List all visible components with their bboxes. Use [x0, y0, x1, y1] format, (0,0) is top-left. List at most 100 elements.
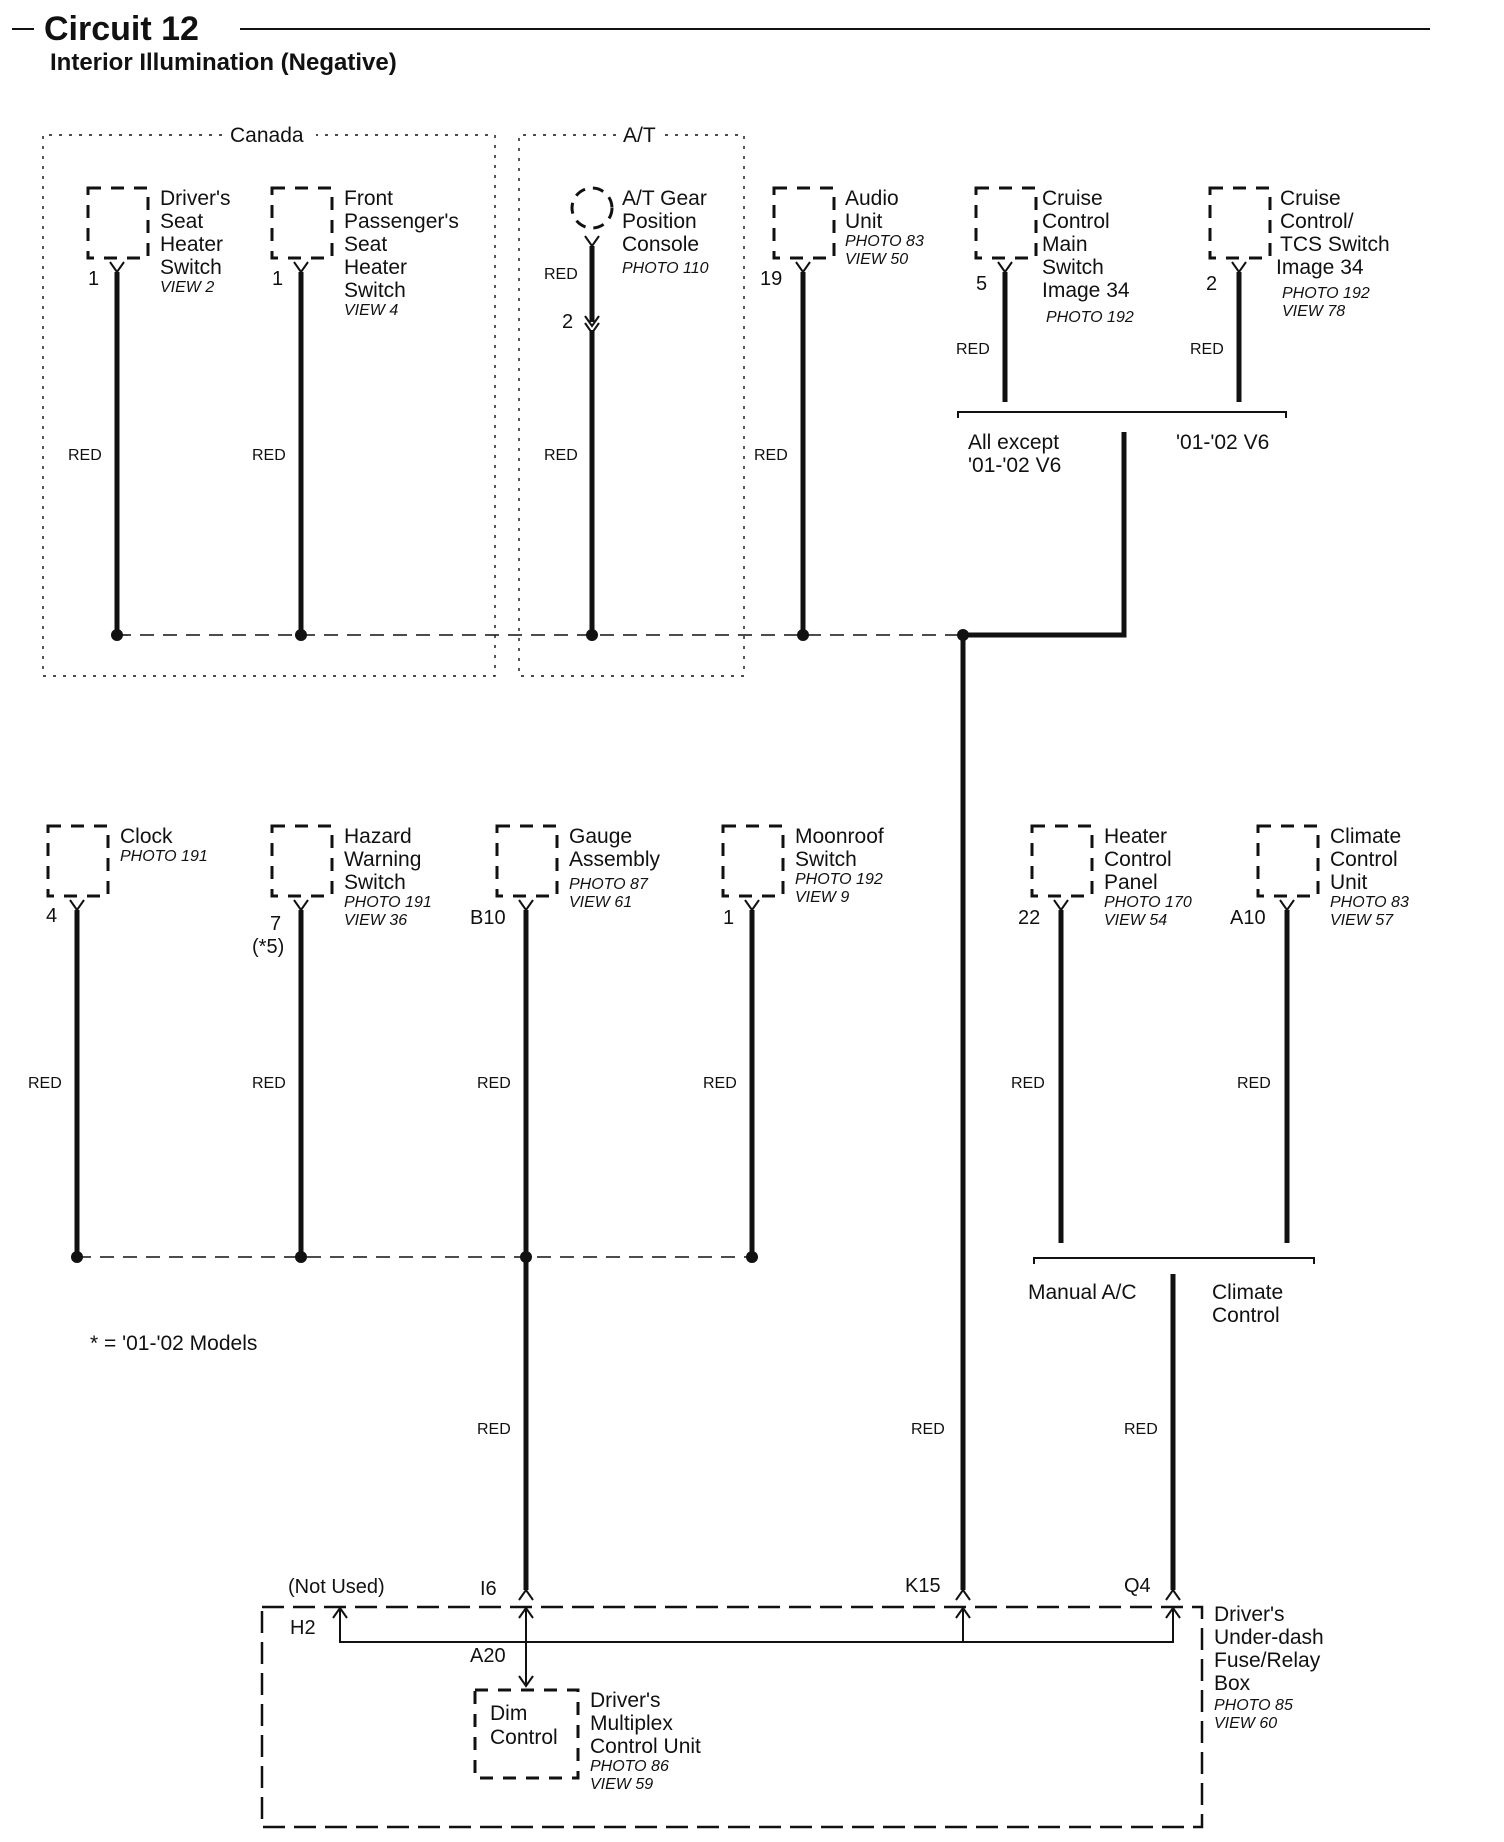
fuse-box-name-line: Box: [1214, 1672, 1251, 1695]
component-name-line: Warning: [344, 848, 421, 871]
splice-node: [520, 1251, 532, 1263]
wire-color-label: RED: [544, 266, 578, 283]
component-name-line: Heater: [160, 233, 223, 256]
dim-control-label: Control: [490, 1726, 558, 1749]
component-name-line: Driver's: [160, 187, 231, 210]
terminal-q4: [1165, 1588, 1181, 1601]
connector-terminal: [518, 899, 534, 912]
component-name-line: Unit: [1330, 871, 1368, 894]
splice-node: [746, 1251, 758, 1263]
pin-number: A20: [470, 1645, 506, 1667]
component-name-line: Heater: [1104, 825, 1167, 848]
component-ref: VIEW 36: [344, 912, 407, 929]
pin-number: 2: [562, 311, 573, 333]
fuse-relay-box: Driver's Under-dash Fuse/Relay Box PHOTO…: [260, 1575, 1324, 1829]
terminal-k15-inner: [955, 1606, 971, 1619]
component-gauge-assembly: Gauge Assembly PHOTO 87 VIEW 61 B10: [470, 824, 661, 929]
component-name-line: Control/: [1280, 210, 1354, 233]
branch-bracket-climate: [1033, 1257, 1315, 1264]
component-name-line: Image 34: [1042, 279, 1130, 302]
connector-circle: [570, 186, 614, 230]
terminal-i6: [518, 1588, 534, 1601]
connector-terminal: [584, 235, 600, 248]
component-at-gear-position-console: A/T Gear Position Console PHOTO 110 2: [562, 186, 709, 335]
footnote: * = '01-'02 Models: [90, 1332, 257, 1355]
component-name-line: Front: [344, 187, 393, 210]
pin-number: I6: [480, 1578, 497, 1600]
wire-color-label: RED: [1124, 1421, 1158, 1438]
fuse-box-not-used: (Not Used): [288, 1576, 385, 1598]
component-ref: VIEW 2: [160, 279, 214, 296]
branch-label-manual-ac: Manual A/C: [1028, 1281, 1137, 1304]
wire-color-label: RED: [68, 447, 102, 464]
component-ref: PHOTO 83: [845, 233, 924, 250]
group-canada-label: Canada: [230, 124, 304, 147]
connector-box: [1030, 824, 1094, 898]
wire-color-label: RED: [252, 447, 286, 464]
component-drivers-multiplex-control-unit: Dim Control Driver's Multiplex Control U…: [473, 1688, 701, 1793]
wire-color-label: RED: [477, 1075, 511, 1092]
wire-color-label: RED: [911, 1421, 945, 1438]
wire-color-label: RED: [252, 1075, 286, 1092]
component-clock: Clock PHOTO 191 4: [46, 824, 208, 927]
connector-box: [1208, 186, 1272, 260]
wire-color-label: RED: [1190, 341, 1224, 358]
component-ref: PHOTO 83: [1330, 894, 1409, 911]
dim-control-box: [473, 1688, 580, 1780]
connector-terminal: [1053, 899, 1069, 912]
component-ref: VIEW 4: [344, 302, 398, 319]
terminal-h2: [332, 1606, 348, 1619]
dim-control-label: Dim: [490, 1702, 527, 1725]
connector-box: [772, 186, 836, 260]
connector-terminal: [1279, 899, 1295, 912]
group-canada: Canada: [42, 124, 496, 677]
branch-bracket-cruise: [957, 411, 1287, 418]
component-ref: PHOTO 191: [344, 894, 432, 911]
pin-number: 19: [760, 268, 782, 290]
branch-label-climate-control: Climate: [1212, 1281, 1283, 1304]
fuse-box-name-line: Under-dash: [1214, 1626, 1324, 1649]
page-title: Circuit 12: [44, 10, 199, 48]
component-drivers-seat-heater-switch: Driver's Seat Heater Switch VIEW 2 1: [86, 186, 231, 296]
component-name-line: Gauge: [569, 825, 632, 848]
branch-label-v6: '01-'02 V6: [1176, 431, 1269, 454]
wire-color-label: RED: [1237, 1075, 1271, 1092]
component-name-line: Heater: [344, 256, 407, 279]
component-name-line: Control: [1042, 210, 1110, 233]
connector-box: [495, 824, 559, 898]
component-front-passenger-seat-heater-switch: Front Passenger's Seat Heater Switch VIE…: [270, 186, 459, 319]
branch-label-climate-control: Control: [1212, 1304, 1280, 1327]
pin-number: 1: [88, 268, 99, 290]
component-hazard-warning-switch: Hazard Warning Switch PHOTO 191 VIEW 36 …: [252, 824, 432, 958]
component-name-line: Seat: [344, 233, 387, 256]
connector-terminal: [293, 261, 309, 274]
component-name-line: Audio: [845, 187, 899, 210]
connector-box: [721, 824, 785, 898]
wire-color-label: RED: [28, 1075, 62, 1092]
branch-label-all-except: '01-'02 V6: [968, 454, 1061, 477]
component-ref: PHOTO 192: [795, 871, 883, 888]
component-ref: PHOTO 170: [1104, 894, 1192, 911]
component-ref: PHOTO 191: [120, 848, 208, 865]
component-ref: PHOTO 87: [569, 876, 649, 893]
wire-color-label: RED: [956, 341, 990, 358]
terminal-k15: [955, 1588, 971, 1601]
component-name-line: Cruise: [1042, 187, 1103, 210]
pin-number: H2: [290, 1617, 316, 1639]
component-name-line: Switch: [344, 871, 406, 894]
connector-box: [270, 824, 334, 898]
component-name-line: Console: [622, 233, 699, 256]
component-ref: PHOTO 192: [1046, 309, 1134, 326]
component-audio-unit: Audio Unit PHOTO 83 VIEW 50 19: [760, 186, 924, 290]
connector-terminal: [293, 899, 309, 912]
pin-number: 1: [272, 268, 283, 290]
pin-number: 2: [1206, 273, 1217, 295]
mcu-name-line: Driver's: [590, 1689, 661, 1712]
mcu-name-line: Control Unit: [590, 1735, 701, 1758]
connector-terminal: [1231, 261, 1247, 274]
pin-note: (*5): [252, 936, 284, 958]
component-ref: VIEW 61: [569, 894, 632, 911]
connector-terminal: [744, 899, 760, 912]
component-name-line: Panel: [1104, 871, 1158, 894]
component-name-line: Switch: [160, 256, 222, 279]
